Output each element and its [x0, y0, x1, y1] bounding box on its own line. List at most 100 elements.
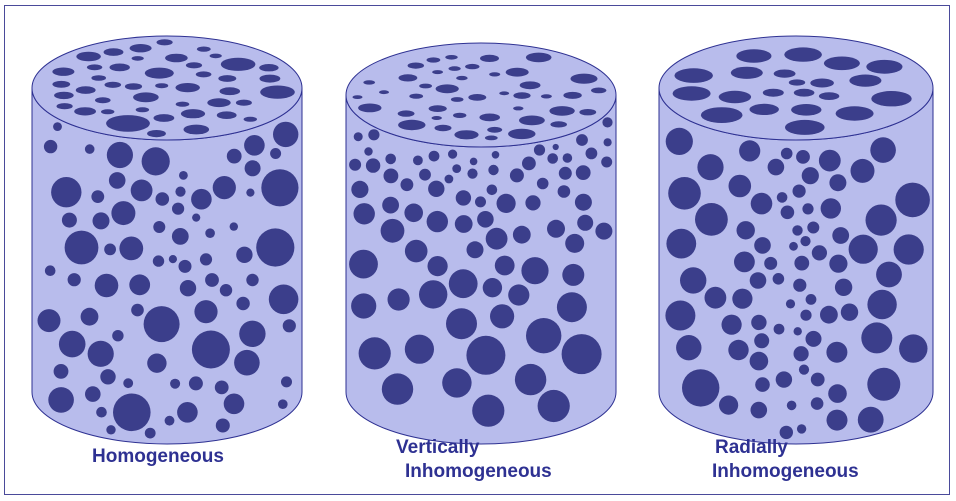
top-pore [541, 94, 552, 98]
pore [799, 365, 809, 375]
pore [419, 169, 431, 181]
pore [525, 195, 540, 210]
pore [768, 159, 785, 176]
pore [467, 241, 484, 258]
pore [802, 167, 819, 184]
pore [455, 215, 473, 233]
pore [256, 228, 294, 266]
top-pore [145, 68, 174, 79]
pore [359, 337, 391, 369]
label-vertically-inhomogeneous: Inhomogeneous [405, 460, 552, 483]
top-pore [176, 102, 190, 107]
pore [676, 335, 701, 360]
top-pore [207, 98, 230, 107]
pore [404, 204, 423, 223]
top-pore [57, 103, 73, 109]
pore [754, 333, 769, 348]
pore [811, 373, 825, 387]
pore [750, 352, 769, 371]
cylinder-top-face [32, 36, 302, 140]
pore [354, 132, 363, 141]
top-pore [520, 81, 541, 89]
pore [576, 165, 591, 180]
top-pore [95, 97, 111, 103]
pore [894, 234, 924, 264]
pore [466, 336, 505, 375]
pore [806, 294, 817, 305]
pore [177, 402, 198, 423]
pore [224, 394, 245, 415]
top-pore [445, 55, 457, 60]
pore [192, 331, 230, 369]
pore [562, 264, 584, 286]
pore [100, 369, 115, 384]
pore [562, 334, 602, 374]
top-pore [519, 116, 545, 126]
top-pore [218, 75, 236, 82]
top-pore [675, 68, 713, 83]
top-pore [244, 117, 257, 122]
pore [755, 377, 770, 392]
pore [867, 368, 900, 401]
pore [895, 183, 930, 218]
pore [405, 240, 428, 263]
pore [668, 177, 701, 210]
top-pore [52, 81, 70, 88]
pore [156, 192, 170, 206]
pore [601, 157, 612, 168]
pore [751, 315, 766, 330]
pore [349, 250, 378, 279]
pore [427, 211, 448, 232]
pore [381, 219, 405, 243]
pore [508, 284, 529, 305]
top-pore [513, 106, 523, 110]
label-radially: Radially [715, 436, 788, 459]
top-pore [260, 86, 295, 99]
pore [261, 169, 298, 206]
pore [537, 178, 549, 190]
pore [851, 159, 875, 183]
pore [366, 158, 380, 172]
pore [144, 306, 180, 342]
pore [351, 293, 376, 318]
radially-inhomogeneous-cylinder [659, 36, 933, 444]
pore [62, 213, 77, 228]
top-pore [136, 107, 149, 112]
pore [452, 164, 461, 173]
top-pore [184, 125, 210, 135]
pore [751, 402, 768, 419]
pore [131, 180, 153, 202]
pore [273, 122, 298, 147]
pore [811, 397, 824, 410]
top-pore [432, 70, 443, 74]
pore [270, 148, 281, 159]
pore [385, 154, 396, 165]
pore [467, 169, 477, 179]
pore [487, 185, 498, 196]
pore [192, 214, 200, 222]
top-pore [465, 64, 479, 69]
top-pore [154, 114, 175, 122]
pore [849, 235, 878, 264]
top-pore [824, 57, 860, 71]
pore [565, 234, 584, 253]
pore [492, 151, 500, 159]
pore [48, 387, 74, 413]
top-pore [398, 110, 415, 116]
pore [828, 384, 847, 403]
top-pore [451, 97, 464, 102]
top-pore [259, 64, 278, 71]
pore [364, 147, 372, 155]
top-pore [210, 54, 222, 59]
top-pore [456, 76, 467, 80]
pore [45, 265, 56, 276]
pore [796, 150, 810, 164]
pore [38, 309, 61, 332]
top-pore [487, 127, 502, 133]
top-pore [408, 63, 424, 69]
top-pore [549, 106, 574, 116]
pore [861, 322, 892, 353]
pore [559, 167, 572, 180]
pore [104, 244, 116, 256]
top-pore [810, 79, 834, 88]
